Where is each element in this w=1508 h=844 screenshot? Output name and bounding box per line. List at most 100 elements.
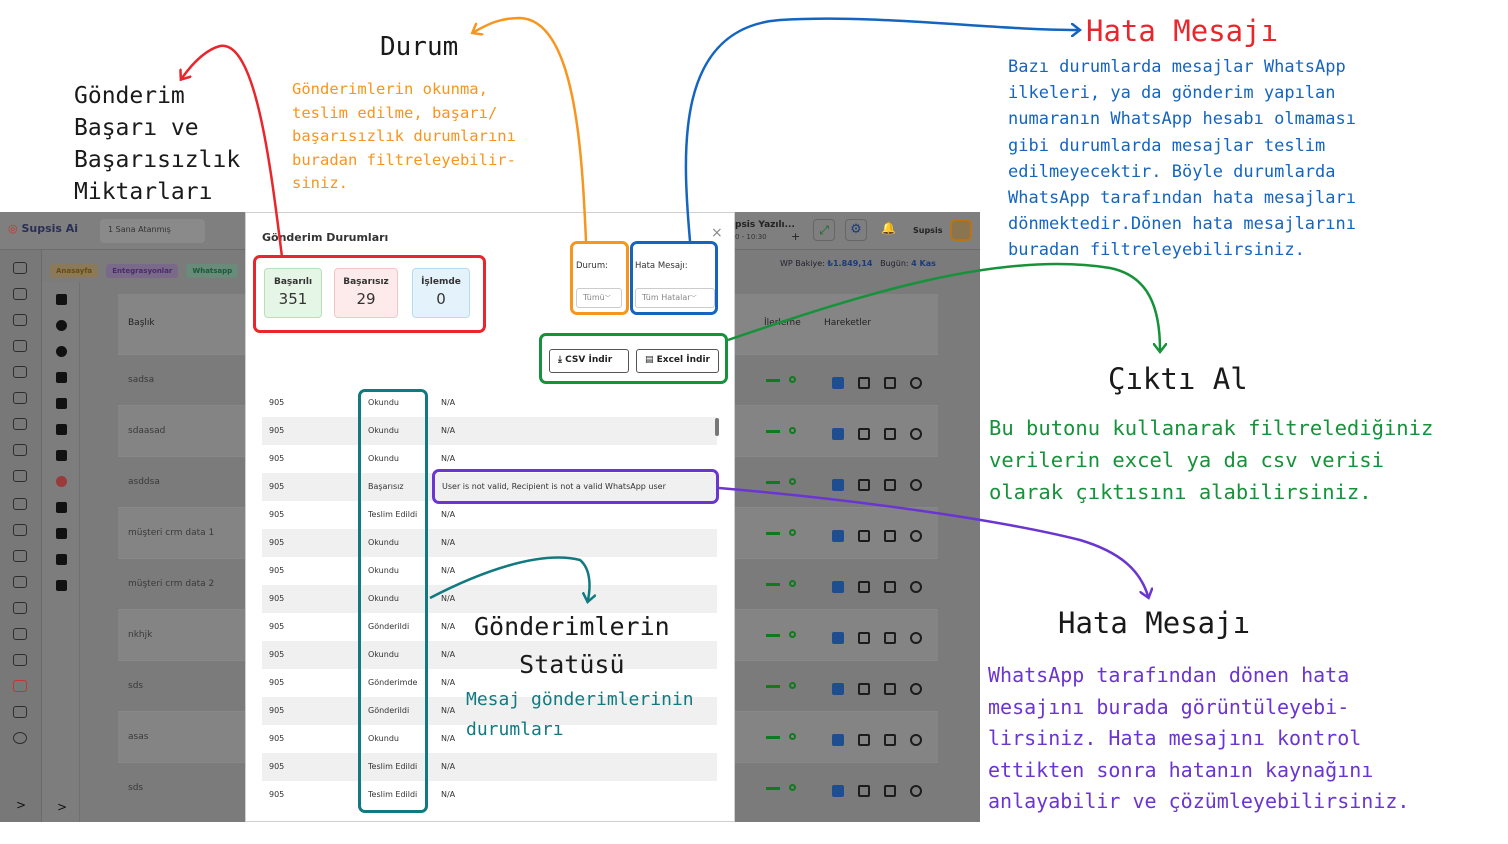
report-icon[interactable] <box>884 581 896 593</box>
left-icon-rail: > <box>0 250 42 822</box>
refresh-icon[interactable] <box>910 734 922 746</box>
contact-icon[interactable] <box>13 366 27 378</box>
row-actions <box>832 374 936 393</box>
csv-download-label: CSV İndir <box>565 355 613 365</box>
pen-icon[interactable] <box>13 576 27 588</box>
gear-icon[interactable] <box>13 654 27 666</box>
info-icon[interactable] <box>56 320 67 331</box>
file-icon[interactable] <box>56 580 67 591</box>
person-icon[interactable] <box>13 550 27 562</box>
refresh-icon[interactable] <box>910 428 922 440</box>
campaign-icon[interactable] <box>13 470 27 482</box>
clock-icon[interactable] <box>13 732 27 744</box>
apps-icon[interactable] <box>13 628 27 640</box>
edit-icon[interactable] <box>832 785 844 797</box>
stat-value: 351 <box>278 290 308 308</box>
scan-icon[interactable] <box>858 581 870 593</box>
progress-bar <box>766 736 780 739</box>
image-icon[interactable] <box>56 450 67 461</box>
share-icon[interactable] <box>13 680 27 692</box>
card-icon[interactable] <box>13 706 27 718</box>
excel-download-button[interactable]: ▤ Excel İndir <box>636 349 719 373</box>
report-icon[interactable] <box>13 444 27 456</box>
report-icon[interactable] <box>884 683 896 695</box>
refresh-icon[interactable] <box>910 785 922 797</box>
scan-icon[interactable] <box>858 479 870 491</box>
refresh-icon[interactable] <box>910 683 922 695</box>
assigned-selector[interactable]: 1 Sana Atanmış <box>100 219 205 243</box>
report-icon[interactable] <box>884 785 896 797</box>
expand-rail-button[interactable]: > <box>16 798 27 812</box>
device-icon[interactable] <box>56 554 67 565</box>
report-icon[interactable] <box>884 377 896 389</box>
mail-icon[interactable] <box>13 392 27 404</box>
refresh-icon[interactable] <box>910 632 922 644</box>
copy-icon[interactable] <box>56 372 67 383</box>
error-message: N/A <box>441 762 456 771</box>
grid-icon[interactable] <box>13 340 27 352</box>
delivery-status-modal: Gönderim Durumları × Başarılı 351 Başarı… <box>245 212 735 822</box>
close-icon[interactable]: × <box>711 225 723 241</box>
scan-icon[interactable] <box>858 530 870 542</box>
calendar-icon[interactable] <box>13 418 27 430</box>
scan-icon[interactable] <box>858 683 870 695</box>
notification-icon[interactable]: 🔔 <box>881 221 896 235</box>
error-message: N/A <box>441 398 456 407</box>
phone-icon[interactable] <box>56 528 67 539</box>
doc-icon[interactable] <box>56 424 67 435</box>
stat-processing: İşlemde 0 <box>412 268 470 318</box>
eye-icon[interactable] <box>56 346 67 357</box>
highlight-error-filter-box <box>630 241 718 315</box>
edit-icon[interactable] <box>832 632 844 644</box>
delivery-status: Okundu <box>368 454 399 463</box>
edit-icon[interactable] <box>832 530 844 542</box>
report-icon[interactable] <box>884 530 896 542</box>
broadcast-icon[interactable] <box>56 476 67 487</box>
report-icon[interactable] <box>884 632 896 644</box>
expand-subrail-button[interactable]: > <box>57 800 68 814</box>
bag-icon[interactable] <box>56 294 67 305</box>
avatar[interactable] <box>950 219 972 241</box>
refresh-icon[interactable] <box>910 479 922 491</box>
report-icon[interactable] <box>884 734 896 746</box>
refresh-icon[interactable] <box>910 377 922 389</box>
inbox-icon[interactable] <box>13 524 27 536</box>
scan-icon[interactable] <box>858 428 870 440</box>
link-icon[interactable]: ⤢ <box>813 219 835 241</box>
refresh-icon[interactable] <box>910 530 922 542</box>
table-scrollbar[interactable] <box>715 418 719 436</box>
status-filter-select[interactable]: Tümü﹀ <box>576 288 622 308</box>
chat-icon[interactable] <box>13 262 27 274</box>
delivery-status: Teslim Edildi <box>368 762 418 771</box>
refresh-icon[interactable] <box>910 581 922 593</box>
settings-icon[interactable]: ⚙ <box>845 219 867 241</box>
edit-icon[interactable] <box>832 734 844 746</box>
report-icon[interactable] <box>884 428 896 440</box>
edit-icon[interactable] <box>832 377 844 389</box>
scan-icon[interactable] <box>858 734 870 746</box>
annotation-status-column-title: Gönderimlerin Statüsü <box>474 612 670 679</box>
users-icon[interactable] <box>13 288 27 300</box>
chip-whatsapp[interactable]: Whatsapp <box>186 264 239 278</box>
group-icon[interactable] <box>56 502 67 513</box>
bot-icon[interactable] <box>13 314 27 326</box>
header-plus[interactable]: + <box>791 230 801 243</box>
scan-icon[interactable] <box>858 632 870 644</box>
chip-anasayfa[interactable]: Anasayfa <box>50 264 99 278</box>
edit-icon[interactable] <box>832 683 844 695</box>
table-icon[interactable] <box>56 398 67 409</box>
chip-entegrasyonlar[interactable]: Entegrasyonlar <box>106 264 179 278</box>
report-icon[interactable] <box>884 479 896 491</box>
edit-icon[interactable] <box>832 428 844 440</box>
bolt-icon[interactable] <box>13 602 27 614</box>
error-filter-select[interactable]: Tüm Hatalar﹀ <box>635 288 715 308</box>
csv-download-button[interactable]: ⤓ CSV İndir <box>549 349 629 373</box>
tag-icon[interactable] <box>13 498 27 510</box>
edit-icon[interactable] <box>832 581 844 593</box>
scan-icon[interactable] <box>858 377 870 389</box>
edit-icon[interactable] <box>832 479 844 491</box>
scan-icon[interactable] <box>858 785 870 797</box>
